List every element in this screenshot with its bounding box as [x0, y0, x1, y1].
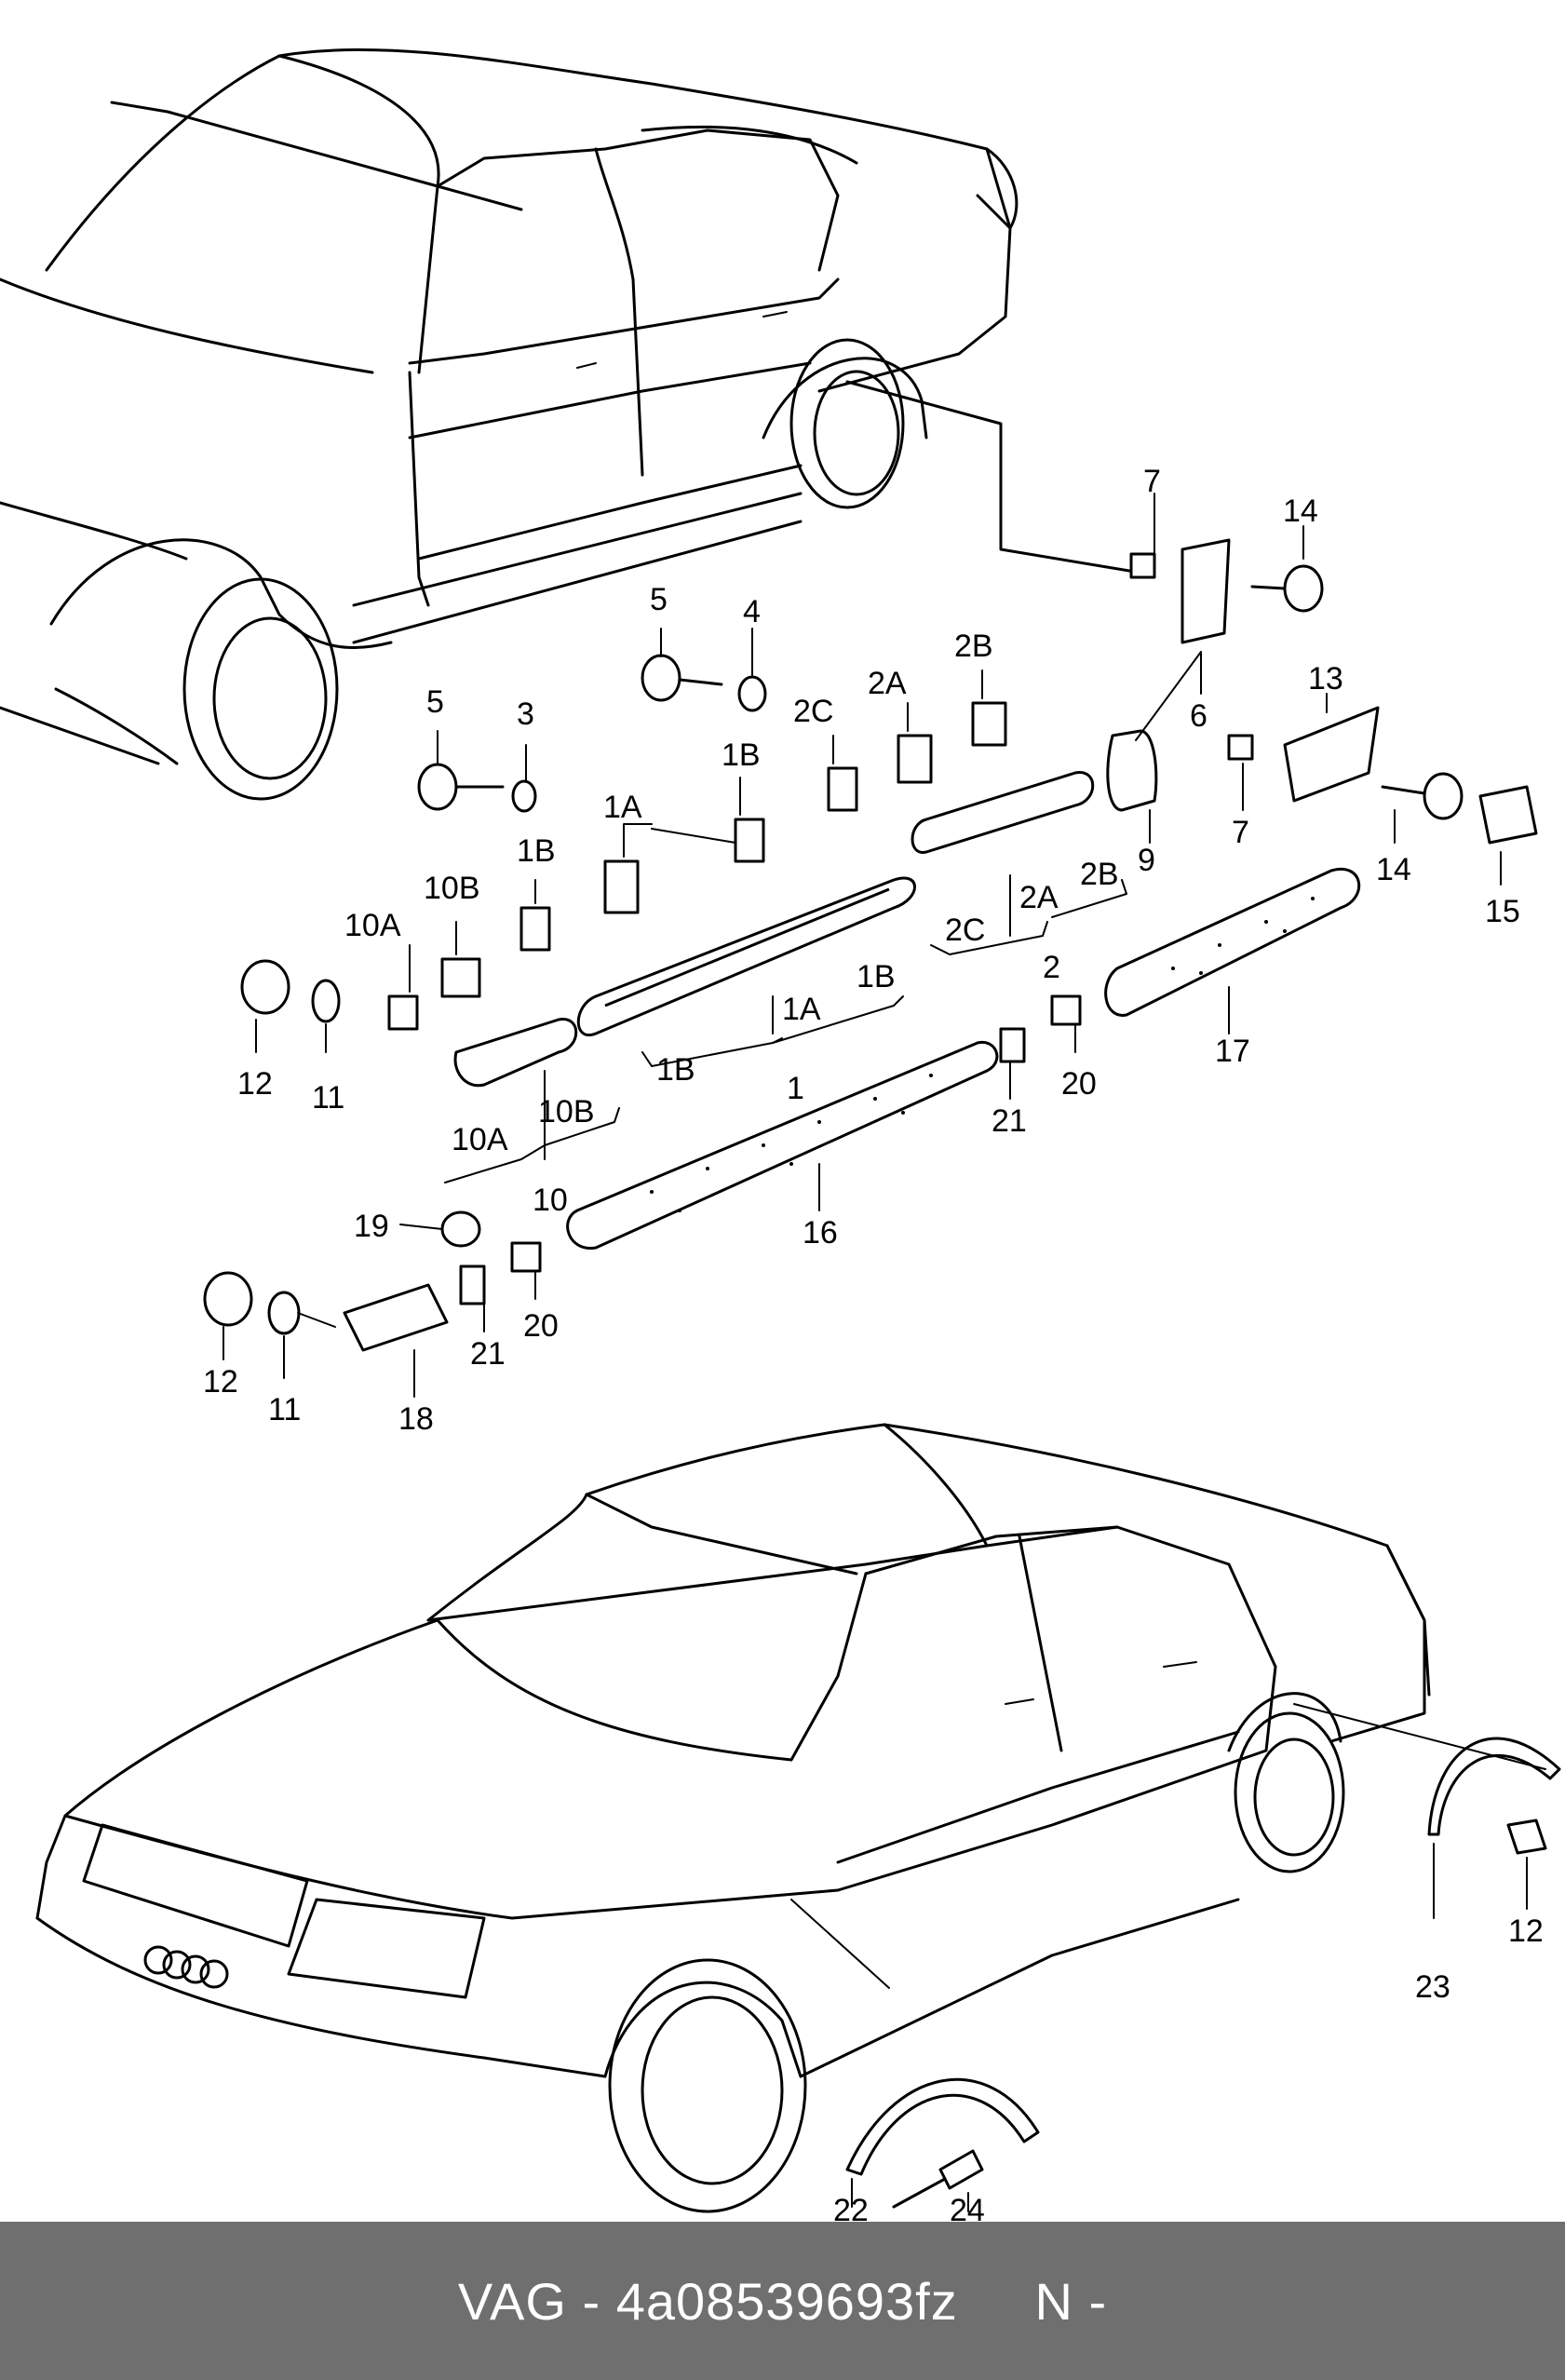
sill-cover-17 [1104, 867, 1361, 1017]
screw-5-left [417, 763, 458, 811]
callout-label: 1B [656, 1052, 695, 1088]
top-car-drawing [0, 47, 1142, 801]
callout-label: 10A [452, 1122, 508, 1157]
wheel-arch-cover-23 [1427, 1737, 1561, 1836]
callout-label: 21 [470, 1336, 506, 1372]
wheel-arch-cover-22 [845, 2077, 1040, 2176]
callout-label: 14 [1376, 852, 1411, 887]
clip-7-top [1129, 552, 1156, 579]
footer-note: N - [1034, 2271, 1108, 2331]
callout-label: 7 [1143, 464, 1161, 499]
callout-label: 1B [517, 833, 556, 869]
nut-12-lower [203, 1271, 253, 1327]
callout-label: 1A [782, 992, 821, 1027]
clip-20b [510, 1241, 542, 1273]
separator: - [566, 2271, 616, 2331]
screw-14-right [1423, 772, 1464, 820]
screw-5-top [641, 654, 681, 702]
clip-2c [827, 766, 858, 812]
callout-label: 23 [1415, 1969, 1450, 2005]
rivet-24 [938, 2149, 984, 2190]
callout-label: 11 [312, 1080, 344, 1116]
callout-label: 12 [237, 1066, 273, 1102]
washer-4 [737, 675, 767, 712]
clip-1b-left [519, 906, 551, 952]
washer-3 [511, 779, 537, 813]
clip-2b [971, 701, 1007, 747]
callout-label: 7 [1232, 815, 1249, 850]
clip-1b-upper [734, 818, 765, 863]
callout-label: 14 [1283, 494, 1318, 529]
callout-label: 1B [857, 959, 896, 994]
callout-label: 2 [1043, 950, 1060, 985]
callout-label: 1A [603, 790, 642, 825]
callout-label: 19 [354, 1209, 389, 1244]
callout-label: 2C [945, 913, 985, 948]
callout-label: 20 [1061, 1066, 1097, 1102]
callout-label: 10A [344, 908, 401, 943]
callout-label: 2A [868, 666, 907, 701]
trim-strip-2 [911, 771, 1095, 854]
bracket-13 [1283, 706, 1380, 803]
callout-label: 2B [1080, 857, 1119, 892]
callout-label: 1B [722, 737, 761, 773]
callout-label: 10B [424, 871, 480, 906]
clip-7-right [1227, 734, 1254, 761]
part-number-footer: VAG - 4a08539693fz N - [0, 2222, 1565, 2380]
callout-label: 1 [787, 1071, 804, 1106]
callout-label: 13 [1308, 661, 1343, 696]
callout-label: 12 [203, 1364, 238, 1400]
spacer [958, 2271, 1035, 2332]
clip-21b [459, 1264, 486, 1305]
callout-label: 5 [426, 684, 444, 720]
nut-12-upper [240, 959, 290, 1015]
clip-1a [603, 859, 640, 914]
bottom-car-drawing [35, 1423, 1561, 2213]
trim-piece-9 [1106, 729, 1158, 812]
trim-strip-1 [576, 876, 916, 1037]
callout-labels: 7 14 5 4 2B 2A 2C 6 13 5 3 1B 9 7 1A 1B … [203, 464, 1544, 2222]
callout-label: 6 [1190, 698, 1207, 734]
plug-19 [440, 1210, 481, 1248]
clip-21a [999, 1027, 1026, 1063]
callout-label: 18 [398, 1401, 434, 1437]
callout-label: 20 [523, 1308, 559, 1344]
callout-label: 15 [1485, 894, 1520, 929]
callout-label: 10B [538, 1094, 595, 1129]
clip-15 [1478, 785, 1538, 845]
washer-11-lower [267, 1291, 301, 1335]
washer-11-upper [311, 979, 341, 1023]
callout-label: 11 [268, 1392, 301, 1427]
parts-diagram: 7 14 5 4 2B 2A 2C 6 13 5 3 1B 9 7 1A 1B … [0, 47, 1561, 2222]
nut-12-arch [1506, 1819, 1547, 1855]
callout-label: 2A [1019, 880, 1059, 915]
callout-label: 2C [793, 694, 833, 729]
part-number: 4a08539693fz [615, 2271, 958, 2331]
callout-label: 21 [992, 1103, 1027, 1139]
clip-10b [440, 957, 481, 998]
screw-14-top [1283, 564, 1324, 613]
bracket-6 [1180, 538, 1231, 644]
callout-label: 17 [1215, 1034, 1250, 1069]
callout-label: 22 [833, 2193, 869, 2222]
clip-2a [897, 734, 933, 784]
sill-texture [650, 897, 1315, 1212]
callout-label: 10 [533, 1183, 568, 1218]
callout-label: 2B [954, 629, 993, 664]
clip-10a [387, 994, 419, 1031]
brand-name: VAG [457, 2271, 567, 2331]
trim-strip-10 [453, 1018, 578, 1088]
callout-label: 16 [803, 1215, 838, 1251]
callout-label: 4 [743, 594, 761, 629]
callout-label: 3 [517, 696, 534, 732]
callout-label: 12 [1508, 1913, 1544, 1949]
clip-20a [1050, 994, 1082, 1026]
trim-parts [203, 493, 1538, 1398]
trim-strip-1-inner [604, 887, 890, 1007]
end-piece-18 [343, 1283, 449, 1352]
callout-label: 24 [950, 2193, 985, 2222]
sill-cover-16 [566, 1040, 999, 1250]
callout-label: 9 [1138, 843, 1155, 878]
callout-label: 5 [650, 582, 668, 617]
